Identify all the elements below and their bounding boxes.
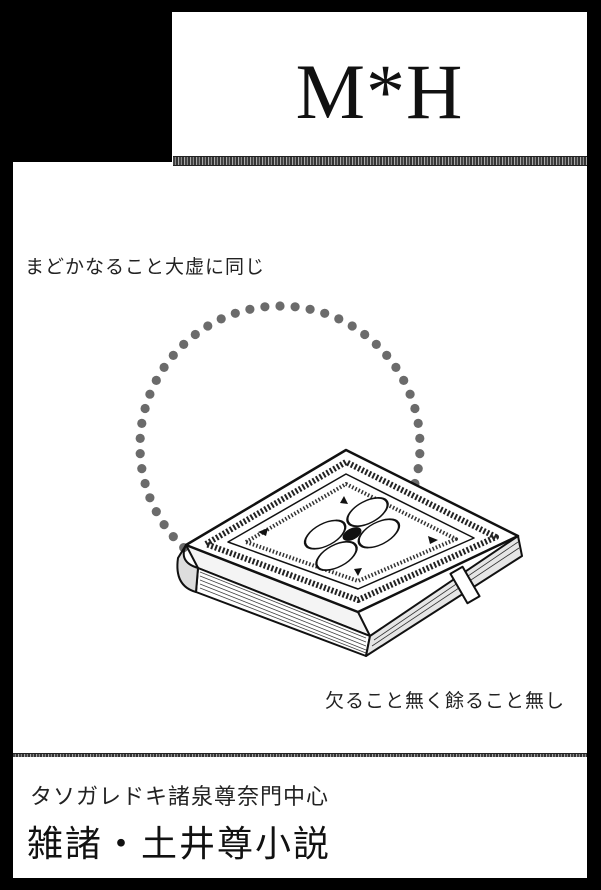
ring-dot (137, 418, 147, 428)
title-band: M*H (172, 12, 587, 162)
ring-dot (135, 433, 145, 443)
ring-dot (405, 389, 415, 399)
ring-dot (275, 301, 285, 311)
ring-dot (168, 350, 178, 360)
ring-dot (399, 375, 409, 385)
ring-dot (245, 304, 255, 314)
ring-dot (410, 403, 420, 414)
ring-dot (260, 302, 270, 312)
ring-dot (334, 314, 344, 324)
ring-dot (159, 362, 169, 372)
ring-dot (382, 350, 392, 360)
ring-dot (413, 464, 423, 474)
ring-dot (203, 321, 213, 331)
top-decorative-rule (173, 156, 587, 166)
ring-dot (413, 418, 423, 428)
ring-dot (137, 464, 147, 474)
ring-dot (145, 389, 155, 399)
phrase-bottom: 欠ること無く餘ること無し (324, 690, 565, 712)
dotted-circle-icon (135, 301, 425, 553)
ring-dot (179, 339, 189, 349)
ring-dot (151, 507, 161, 517)
headline: 雑諸・土井尊小説 (27, 824, 332, 865)
bottom-band: タソガレドキ諸泉尊奈門中心 雑諸・土井尊小説 (13, 757, 587, 878)
ring-dot (168, 532, 178, 542)
ring-dot (360, 329, 370, 340)
ring-dot (151, 375, 161, 385)
ring-dot (190, 329, 200, 340)
main-panel: まどかなること大虚に同じ (13, 156, 587, 763)
ring-dot (145, 493, 155, 503)
ring-dot (347, 321, 357, 331)
book-illustration (135, 301, 523, 657)
ring-dot (140, 478, 150, 489)
ring-dot (140, 403, 150, 414)
ring-dot (290, 302, 300, 312)
phrase-top: まどかなること大虚に同じ (25, 256, 266, 278)
ring-dot (305, 304, 315, 314)
ring-dot (415, 449, 425, 459)
ring-dot (391, 362, 401, 372)
ring-dot (320, 308, 330, 318)
ring-dot (415, 433, 425, 443)
ring-dot (159, 520, 169, 530)
subtitle: タソガレドキ諸泉尊奈門中心 (30, 785, 330, 810)
ring-dot (230, 308, 240, 318)
ring-dot (135, 449, 145, 459)
ring-dot (371, 339, 381, 349)
book-icon (176, 448, 523, 657)
ring-dot (216, 314, 226, 324)
cover-title: M*H (295, 48, 464, 135)
